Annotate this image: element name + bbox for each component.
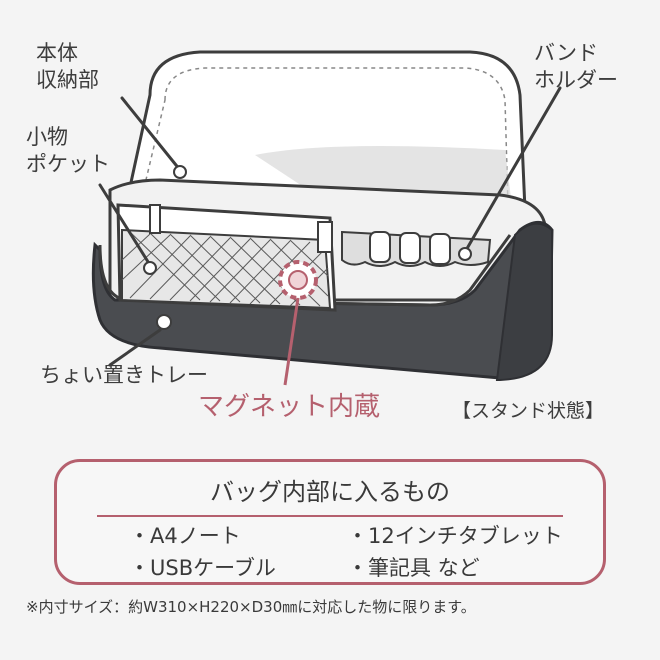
stand-mode-label: 【スタンド状態】 <box>452 400 605 422</box>
contents-item: ・A4ノート <box>129 524 241 548</box>
callout-small-pocket: 小物 ポケット <box>26 125 110 176</box>
contents-item: ・12インチタブレット <box>347 524 563 548</box>
divider <box>97 515 563 517</box>
bag-illustration <box>91 50 562 386</box>
contents-title: バッグ内部に入るもの <box>210 478 450 506</box>
callout-tray: ちょい置きトレー <box>40 363 208 387</box>
callout-band-holder: バンド ホルダー <box>534 41 618 92</box>
mesh-pocket <box>121 228 332 310</box>
callout-magnet: マグネット内蔵 <box>198 392 381 422</box>
callout-main-compartment: 本体 収納部 <box>36 41 99 92</box>
size-footnote: ※内寸サイズ：約W310×H220×D30㎜に対応した物に限ります。 <box>26 598 476 616</box>
contents-item: ・筆記具 など <box>347 556 480 580</box>
contents-item: ・USBケーブル <box>129 556 276 580</box>
contents-panel: バッグ内部に入るもの ・A4ノート ・12インチタブレット ・USBケーブル ・… <box>54 459 606 585</box>
